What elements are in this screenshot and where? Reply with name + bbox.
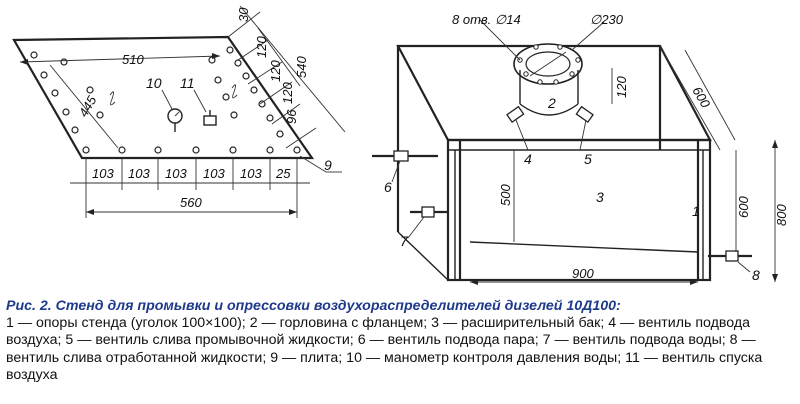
plate-drawing (12, 5, 346, 218)
dim-900: 900 (572, 266, 594, 281)
dim-96: 96 (284, 109, 299, 124)
caption-title: Рис. 2. Стенд для промывки и опрессовки … (6, 298, 621, 314)
label-7: 7 (400, 233, 409, 249)
label-3: 3 (596, 189, 604, 205)
label-8: 8 (752, 267, 760, 283)
dim-103-1: 103 (92, 166, 114, 181)
dim-103-5: 103 (240, 166, 262, 181)
label-5: 5 (584, 151, 592, 167)
label-10: 10 (146, 75, 162, 91)
dim-103-2: 103 (128, 166, 150, 181)
dim-445: 445 (76, 93, 100, 120)
dim-120-2: 120 (268, 60, 283, 82)
label-4: 4 (524, 151, 532, 167)
label-11: 11 (180, 75, 195, 91)
caption-body: 1 — опоры стенда (уголок 100×100); 2 — г… (6, 315, 763, 383)
label-2: 2 (547, 95, 556, 111)
dim-103-3: 103 (165, 166, 187, 181)
label-6: 6 (384, 179, 392, 195)
dim-holes: 8 отв. ∅14 (452, 12, 521, 27)
dim-103-4: 103 (203, 166, 225, 181)
dim-500: 500 (498, 184, 513, 206)
dim-540: 540 (294, 56, 309, 78)
dim-120-tank: 120 (614, 76, 629, 98)
dim-30: 30 (236, 7, 251, 22)
dim-diameter: ∅230 (590, 12, 624, 27)
label-9: 9 (324, 157, 332, 173)
dim-560: 560 (180, 195, 202, 210)
stand-drawing: 510 30 120 120 120 540 445 96 103 103 10… (12, 5, 789, 285)
dim-25: 25 (275, 166, 291, 181)
figure-caption: Рис. 2. Стенд для промывки и опрессовки … (6, 298, 796, 384)
dim-800: 800 (774, 204, 789, 226)
dim-510: 510 (122, 52, 144, 67)
label-1: 1 (692, 203, 700, 219)
tank-drawing (372, 19, 778, 285)
dim-600-height: 600 (736, 196, 751, 218)
dim-120-1: 120 (254, 36, 269, 58)
dim-120-3: 120 (280, 82, 295, 104)
